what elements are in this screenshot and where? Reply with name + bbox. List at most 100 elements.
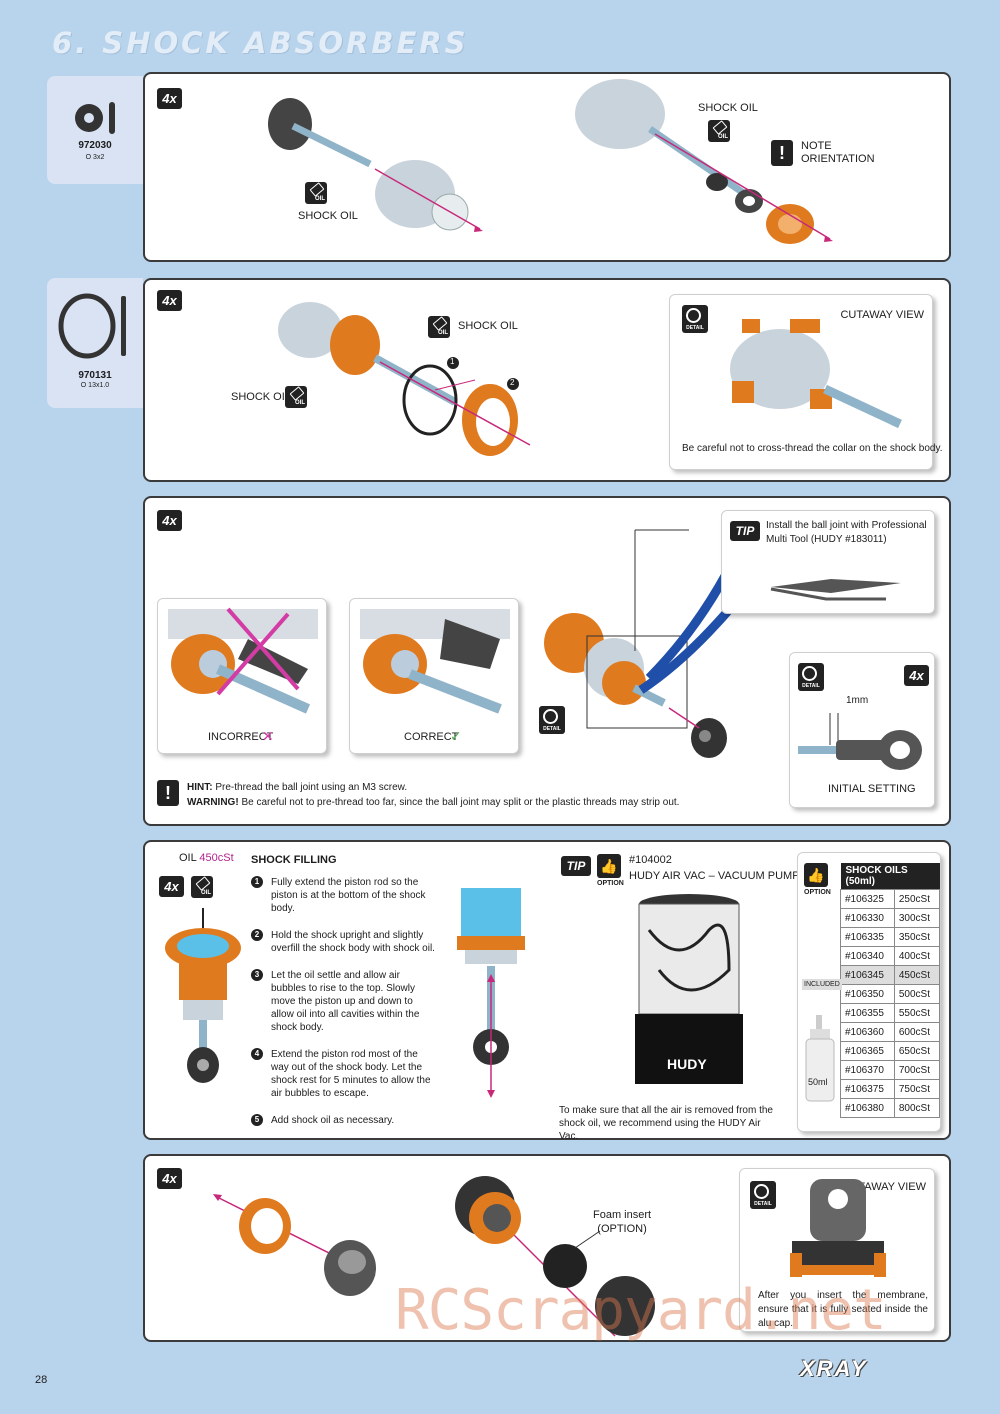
option-label: OPTION — [804, 889, 831, 896]
cutaway-caption: After you insert the membrane, ensure th… — [758, 1290, 928, 1329]
included-label: INCLUDED — [802, 979, 842, 990]
page-number: 28 — [35, 1374, 48, 1386]
part-number: 972030 — [78, 140, 112, 151]
detail-icon — [682, 305, 708, 333]
cutaway-caption: Be careful not to cross-thread the colla… — [682, 443, 943, 454]
correct-pliers-illustration — [360, 609, 510, 714]
note-orientation-label: NOTE ORIENTATION — [801, 140, 875, 165]
quantity-badge: 4x — [157, 88, 182, 109]
quantity-badge: 4x — [157, 1168, 182, 1189]
shock-oil-label: SHOCK OIL — [698, 102, 758, 114]
quantity-badge: 4x — [157, 290, 182, 311]
part-size: O 13x1.0 — [80, 382, 110, 389]
product-code: #104002 — [629, 854, 672, 866]
collar-assembly-illustration — [278, 302, 531, 456]
quantity-badge: 4x — [157, 510, 182, 531]
tip-text: Install the ball joint with Professional… — [766, 520, 927, 545]
shock-body-assembly-illustration — [268, 79, 833, 244]
detail-icon — [798, 663, 824, 691]
section-title: 6. SHOCK ABSORBERS — [52, 26, 469, 60]
watermark: RCScrapyard.net — [395, 1278, 887, 1343]
hint-line: HINT: Pre-thread the ball joint using an… — [187, 782, 407, 793]
bottle-size-label: 50ml — [808, 1077, 828, 1087]
oil-viscosity-label: OIL 450cSt — [179, 852, 234, 864]
product-name: HUDY AIR VAC – VACUUM PUMP — [629, 870, 800, 882]
shock-oil-icon: OIL — [191, 876, 213, 898]
warning-label: WARNING! — [187, 797, 239, 808]
cutaway-view-box: CUTAWAY VIEW After you insert the membra… — [739, 1168, 935, 1332]
thumbs-up-icon: 👍 — [597, 854, 621, 878]
step-panel-5: 4x Foam insert (OPTION) CUTAWAY VIEW Aft… — [143, 1154, 951, 1342]
shock-filling-illustration — [165, 908, 241, 1083]
thumbs-up-icon: 👍 — [804, 863, 828, 887]
part-number: 970131 — [78, 370, 112, 381]
tip-badge: TIP — [730, 521, 760, 541]
piston-illustration — [457, 888, 525, 1098]
oil-bottle-illustration — [805, 1015, 835, 1102]
shock-oil-icon: OIL — [708, 120, 730, 142]
part-size: O 3x2 — [85, 154, 105, 161]
part-card-972030: 972030 O 3x2 — [47, 76, 143, 184]
warning-icon: ! — [157, 780, 179, 806]
cap-membrane-illustration — [213, 1176, 655, 1337]
detail-icon — [750, 1181, 776, 1209]
shock-oil-label: SHOCK OIL — [298, 210, 358, 222]
incorrect-label: INCORRECT — [208, 731, 274, 743]
o-ring-large-icon — [58, 293, 126, 359]
tip-badge: TIP — [561, 856, 591, 876]
dimension-label: 1mm — [846, 695, 869, 706]
correct-label: CORRECT — [404, 731, 459, 743]
oil-viscosity: 450cSt — [199, 852, 234, 864]
check-icon: ✓ — [450, 728, 462, 744]
callout-number: 2 — [510, 378, 515, 387]
hint-label: HINT: — [187, 782, 213, 793]
quantity-badge: 4x — [904, 665, 929, 686]
detail-icon — [539, 706, 565, 734]
oil-prefix: OIL — [179, 852, 197, 864]
shock-oil-icon: OIL — [428, 316, 450, 338]
cutaway-title: CUTAWAY VIEW — [840, 309, 924, 321]
step-panel-2: 4x 1 2 OIL SHOCK OIL SHOCK OIL OIL CUTAW… — [143, 278, 951, 482]
warning-line: WARNING! Be careful not to pre-thread to… — [187, 797, 679, 808]
shock-oil-label: SHOCK OIL — [231, 391, 291, 403]
tip-box: TIP Install the ball joint with Professi… — [721, 510, 935, 614]
incorrect-pliers-illustration — [168, 607, 318, 714]
cross-icon: ✕ — [262, 728, 274, 744]
cutaway-collar-illustration — [730, 319, 902, 429]
shock-oil-icon: OIL — [305, 182, 327, 204]
vacuum-pump-illustration — [635, 894, 743, 1084]
correct-example-box: CORRECT ✓ — [349, 598, 519, 754]
foam-insert-label: Foam insert (OPTION) — [593, 1209, 652, 1235]
option-label: OPTION — [597, 880, 624, 887]
warning-text: Be careful not to pre-thread too far, si… — [241, 797, 680, 808]
warning-icon: ! — [771, 140, 793, 166]
pump-caption: To make sure that all the air is removed… — [559, 1105, 773, 1142]
shock-oil-icon: OIL — [285, 386, 307, 408]
cutaway-cap-illustration — [790, 1179, 886, 1277]
pump-brand: HUDY — [667, 1056, 707, 1072]
hint-text: Pre-thread the ball joint using an M3 sc… — [215, 782, 408, 793]
callout-number: 1 — [450, 357, 455, 366]
initial-setting-box: 4x 1mm INITIAL SETTING — [789, 652, 935, 808]
shock-oil-label: SHOCK OIL — [458, 320, 518, 332]
shock-oils-title: SHOCK OILS (50ml) — [840, 863, 940, 890]
o-ring-icon — [75, 102, 115, 134]
